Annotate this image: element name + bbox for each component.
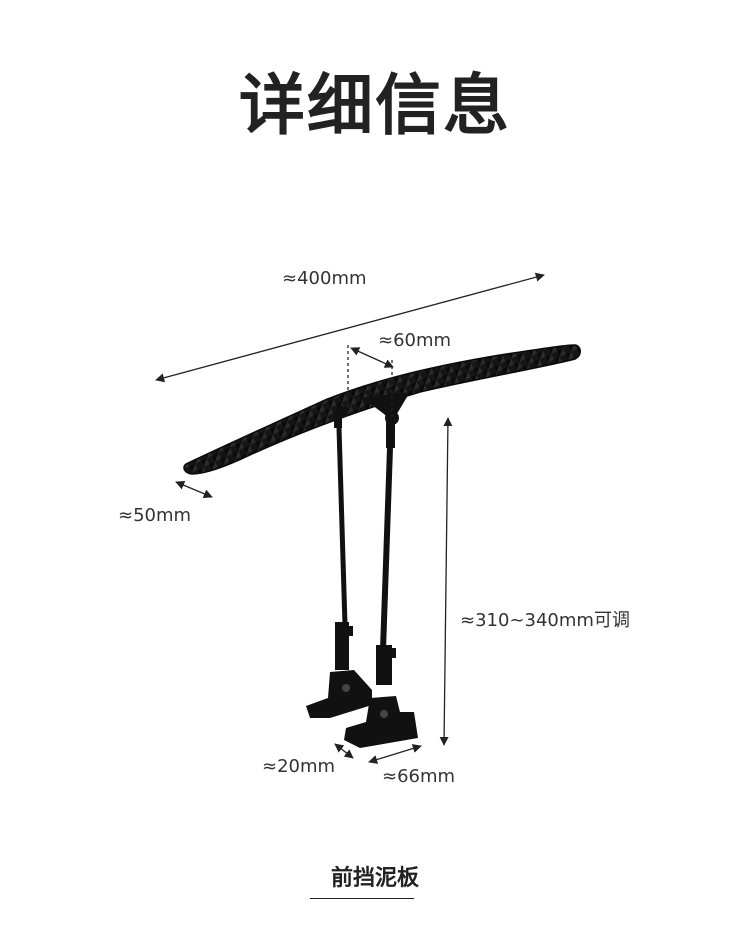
- dimension-height-label: ≈310~340mm可调: [460, 610, 630, 631]
- dimension-clamp-depth-label: ≈20mm: [262, 756, 336, 777]
- dimension-mount-spacing-label: ≈60mm: [378, 330, 452, 351]
- dimension-length-label: ≈400mm: [282, 268, 367, 289]
- page-title: 详细信息: [239, 67, 511, 144]
- caption-underline: [310, 898, 414, 899]
- dimension-clamp-width-label: ≈66mm: [382, 766, 456, 787]
- dimension-width-label: ≈50mm: [118, 505, 192, 526]
- support-stays: [334, 412, 396, 685]
- product-caption: 前挡泥板: [330, 866, 419, 891]
- dimension-arrows: [155, 272, 545, 764]
- clamps: [306, 670, 418, 748]
